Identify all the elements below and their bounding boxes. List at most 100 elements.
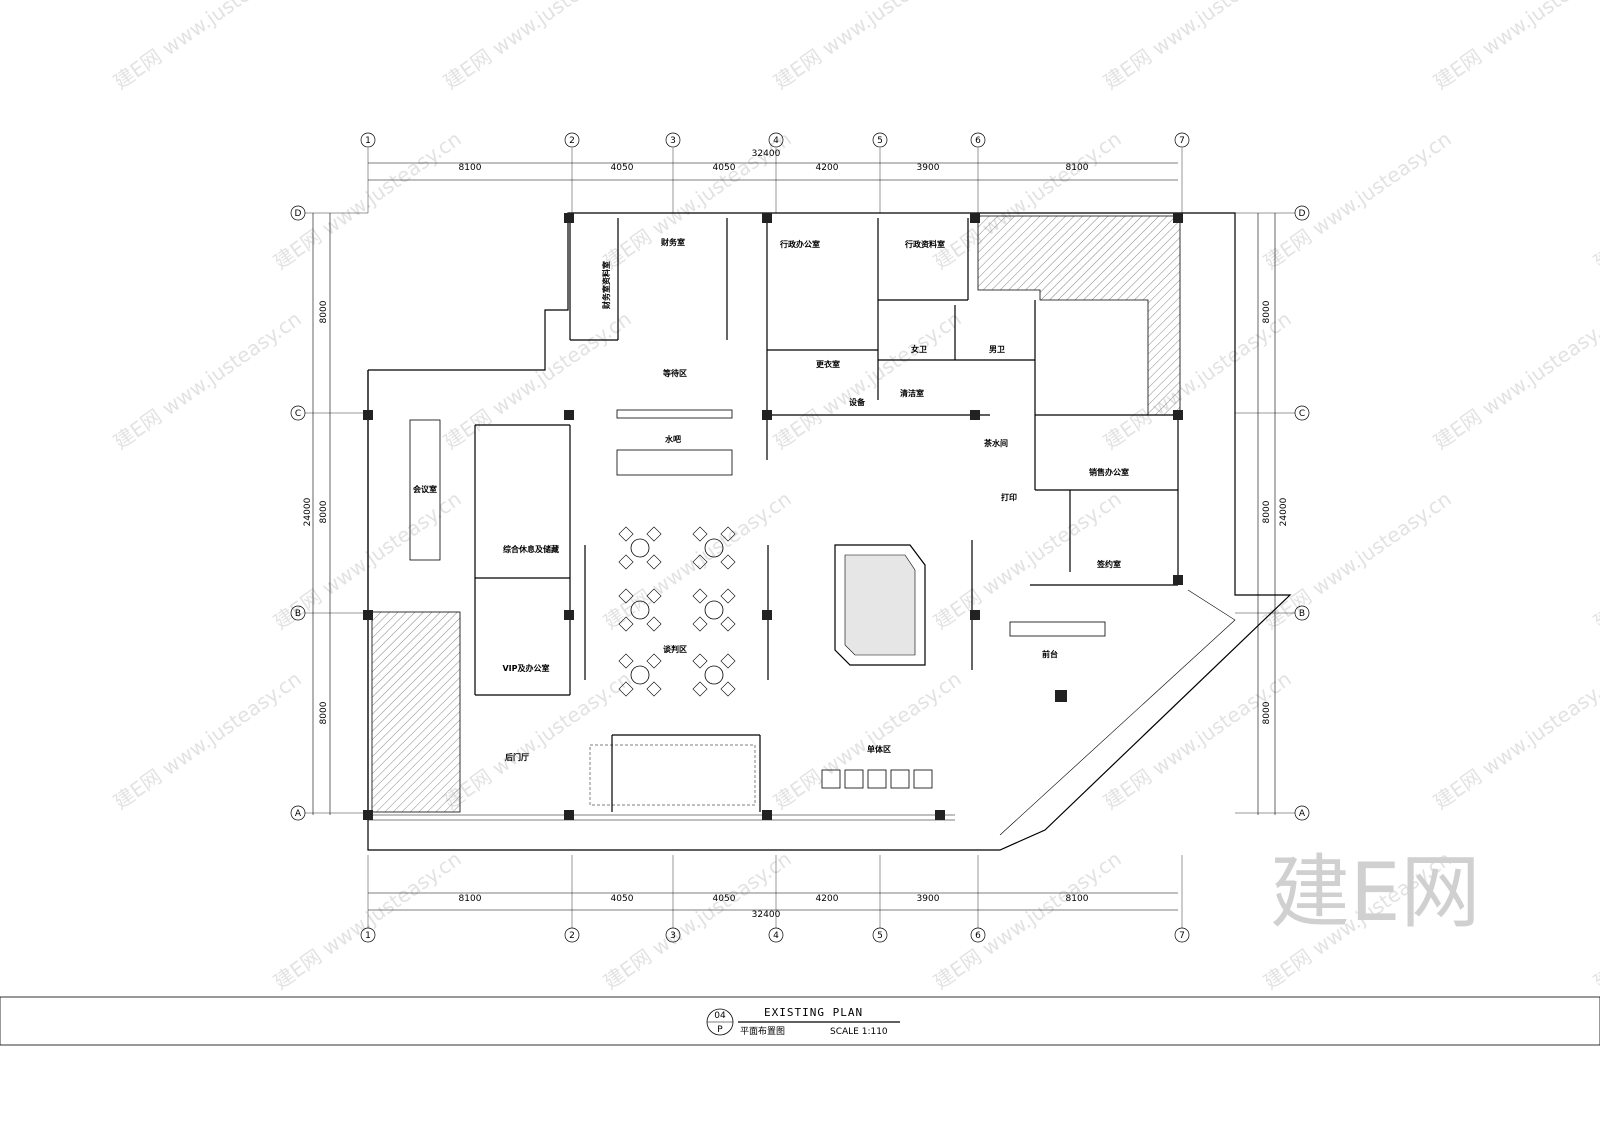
- label-waiting: 等待区: [662, 368, 687, 378]
- label-sales-office: 销售办公室: [1089, 467, 1129, 477]
- label-equipment: 设备: [849, 397, 866, 407]
- round-table-3: [618, 588, 662, 632]
- label-finance-archive: 财务室资料室: [601, 261, 611, 310]
- grid-bubble-col-4: 4: [768, 132, 784, 148]
- label-admin-archive: 行政资料室: [904, 239, 945, 249]
- room-labels: 财务室资料室 财务室 行政办公室 行政资料室 等待区 女卫 男卫 更衣室 设备 …: [413, 237, 1129, 762]
- watermark-text: 建E网 www.justeasy.cn: [1099, 666, 1296, 814]
- watermark-text: 建E网 www.justeasy.cn: [1099, 306, 1296, 454]
- svg-text:2: 2: [569, 931, 575, 941]
- svg-text:6: 6: [975, 136, 981, 146]
- label-locker: 更衣室: [816, 359, 840, 369]
- label-print: 打印: [1001, 492, 1017, 502]
- right-dimensions: 8000 8000 8000 24000: [1257, 213, 1289, 815]
- left-dim-2: 8000: [319, 500, 329, 523]
- label-finance: 财务室: [660, 237, 685, 247]
- label-meeting: 会议室: [413, 484, 437, 494]
- watermark-text: 建E网 www.justeasy.cn: [109, 306, 306, 454]
- top-dim-1: 8100: [459, 163, 482, 173]
- watermark-text: 建E网 www.justeasy.cn: [599, 846, 796, 994]
- top-dim-5: 3900: [917, 163, 940, 173]
- bottom-dim-1: 8100: [459, 894, 482, 904]
- label-reception: 前台: [1042, 649, 1058, 659]
- grid-bubble-col-2: 2: [564, 132, 580, 148]
- watermark-text: 建E网 www.justeasy.cn: [439, 306, 636, 454]
- round-table-2: [692, 526, 736, 570]
- label-pantry: 茶水间: [983, 438, 1008, 448]
- label-women-wc: 女卫: [911, 344, 927, 354]
- watermark-text: 建E网 www.justeasy.cn: [769, 666, 966, 814]
- title-block: 04 P EXISTING PLAN 平面布置图 SCALE 1:110: [0, 996, 1600, 1046]
- sheet-number: 04: [714, 1011, 726, 1021]
- watermark-text: 建E网 www.justeasy.cn: [439, 0, 636, 94]
- watermark-logo: 建E网: [1270, 846, 1481, 939]
- grid-bubble-col-7: 7: [1174, 132, 1190, 148]
- svg-text:5: 5: [877, 931, 883, 941]
- grid-bubble-col-3: 3: [665, 132, 681, 148]
- svg-text:3: 3: [670, 136, 676, 146]
- label-water-bar: 水吧: [664, 434, 681, 444]
- grid-bubble-row-A: A: [1294, 805, 1310, 821]
- round-table-6: [692, 653, 736, 697]
- label-cleaning: 清洁室: [900, 388, 924, 398]
- right-dim-1: 8000: [1262, 300, 1272, 323]
- drawing-scale: SCALE 1:110: [830, 1027, 888, 1037]
- round-table-5: [618, 653, 662, 697]
- watermark-text: 建E网 www.justeasy.cn: [109, 666, 306, 814]
- top-dimensions: 32400 8100 4050 4050 4200 3900 8100: [368, 149, 1178, 181]
- grid-bubble-col-7: 7: [1174, 927, 1190, 943]
- svg-text:D: D: [295, 209, 302, 219]
- label-vip-office: VIP及办公室: [502, 663, 549, 673]
- svg-text:6: 6: [975, 931, 981, 941]
- right-dim-2: 8000: [1262, 500, 1272, 523]
- watermark-text: 建E网 www.justeasy.cn: [1589, 486, 1600, 634]
- svg-text:C: C: [295, 409, 301, 419]
- grid-bubble-row-C: C: [1294, 405, 1310, 421]
- bottom-dim-4: 4200: [816, 894, 839, 904]
- bottom-dim-3: 4050: [713, 894, 736, 904]
- grid-bubble-row-A: A: [290, 805, 306, 821]
- label-men-wc: 男卫: [989, 345, 1005, 354]
- round-table-4: [692, 588, 736, 632]
- svg-text:B: B: [295, 609, 301, 619]
- svg-text:1: 1: [365, 931, 371, 941]
- label-unit-area: 单体区: [867, 744, 891, 754]
- watermark-text: 建E网 www.justeasy.cn: [929, 846, 1126, 994]
- left-dim-1: 8000: [319, 300, 329, 323]
- right-dim-3: 8000: [1262, 701, 1272, 724]
- watermark-text: 建E网 www.justeasy.cn: [109, 0, 306, 94]
- watermark-text: 建E网 www.justeasy.cn: [1429, 306, 1600, 454]
- svg-text:B: B: [1299, 609, 1305, 619]
- top-dim-6: 8100: [1066, 163, 1089, 173]
- grid-lines: [305, 148, 1295, 928]
- grid-bubble-row-C: C: [290, 405, 306, 421]
- watermark-text: 建E网 www.justeasy.cn: [769, 306, 966, 454]
- round-table-1: [618, 526, 662, 570]
- top-dim-4: 4200: [816, 163, 839, 173]
- watermark-text: 建E网 www.justeasy.cn: [1589, 126, 1600, 274]
- watermark-text: 建E网 www.justeasy.cn: [769, 0, 966, 94]
- grid-bubble-col-2: 2: [564, 927, 580, 943]
- top-dim-2: 4050: [611, 163, 634, 173]
- svg-text:A: A: [295, 809, 302, 819]
- watermark-text: 建E网 www.justeasy.cn: [269, 846, 466, 994]
- negotiation-tables: [618, 526, 736, 697]
- svg-text:4: 4: [773, 931, 779, 941]
- label-back-hall: 后门厅: [505, 752, 529, 762]
- grid-bubble-col-6: 6: [970, 927, 986, 943]
- bottom-dim-5: 3900: [917, 894, 940, 904]
- svg-text:A: A: [1299, 809, 1306, 819]
- svg-text:3: 3: [670, 931, 676, 941]
- unit-area-seats: [821, 769, 933, 789]
- left-dimensions: 8000 8000 8000 24000: [303, 213, 331, 815]
- grid-bubble-col-1: 1: [360, 132, 376, 148]
- grid-bubble-col-5: 5: [872, 927, 888, 943]
- watermark-text: 建E网 www.justeasy.cn: [269, 126, 466, 274]
- watermark-text: 建E网 www.justeasy.cn: [1429, 666, 1600, 814]
- svg-text:1: 1: [365, 136, 371, 146]
- grid-bubble-row-D: D: [1294, 205, 1310, 221]
- svg-text:7: 7: [1179, 136, 1185, 146]
- drawing-title-cn: 平面布置图: [740, 1025, 785, 1037]
